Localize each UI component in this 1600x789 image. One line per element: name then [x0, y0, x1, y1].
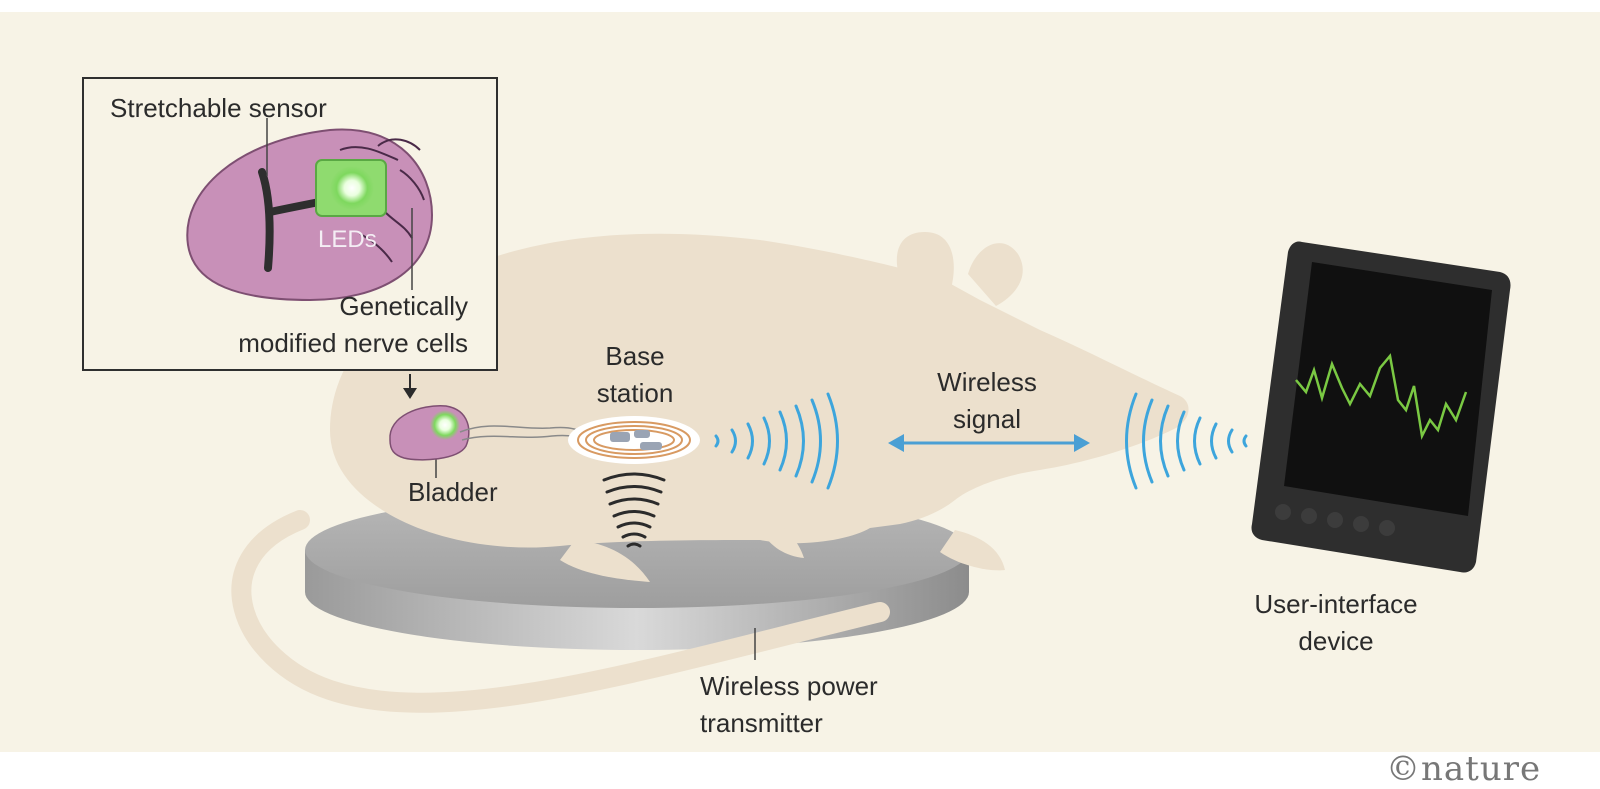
small-bladder-icon [389, 405, 589, 461]
label-line: station [596, 378, 674, 408]
pointer-arrow [403, 374, 417, 399]
label-line: Base [605, 341, 665, 371]
bladder-icon [186, 128, 434, 302]
label-line: modified nerve cells [238, 328, 468, 358]
label-line: Wireless power [700, 671, 878, 701]
label-line: Wireless [937, 367, 1037, 397]
label-bladder: Bladder [408, 477, 498, 507]
label-wireless-signal: Wireless signal [912, 364, 1062, 438]
wireless-waves-left [1125, 392, 1248, 490]
label-line: Genetically [339, 291, 468, 321]
tablet-icon [1251, 241, 1511, 573]
label-stretchable-sensor: Stretchable sensor [110, 93, 327, 123]
label-line: User-interface [1254, 589, 1418, 619]
label-line: transmitter [700, 708, 823, 738]
label-user-interface-device: User-interface device [1236, 586, 1436, 660]
power-waves [602, 472, 666, 548]
label-line: signal [953, 404, 1021, 434]
label-wireless-power-transmitter: Wireless power transmitter [700, 668, 878, 742]
rat-icon [231, 232, 1189, 713]
wireless-signal-arrow [888, 434, 1090, 452]
label-line: device [1298, 626, 1374, 656]
base-station-icon [568, 416, 700, 464]
wireless-waves-right [714, 392, 839, 490]
led-icon [330, 166, 374, 210]
label-base-station: Base station [560, 338, 710, 412]
label-genetically-modified-nerve-cells: Genetically modified nerve cells [188, 288, 468, 362]
screen-signal-trace [1295, 353, 1468, 441]
label-leds: LEDs [318, 226, 377, 253]
nature-logo: ©nature [1386, 749, 1542, 789]
